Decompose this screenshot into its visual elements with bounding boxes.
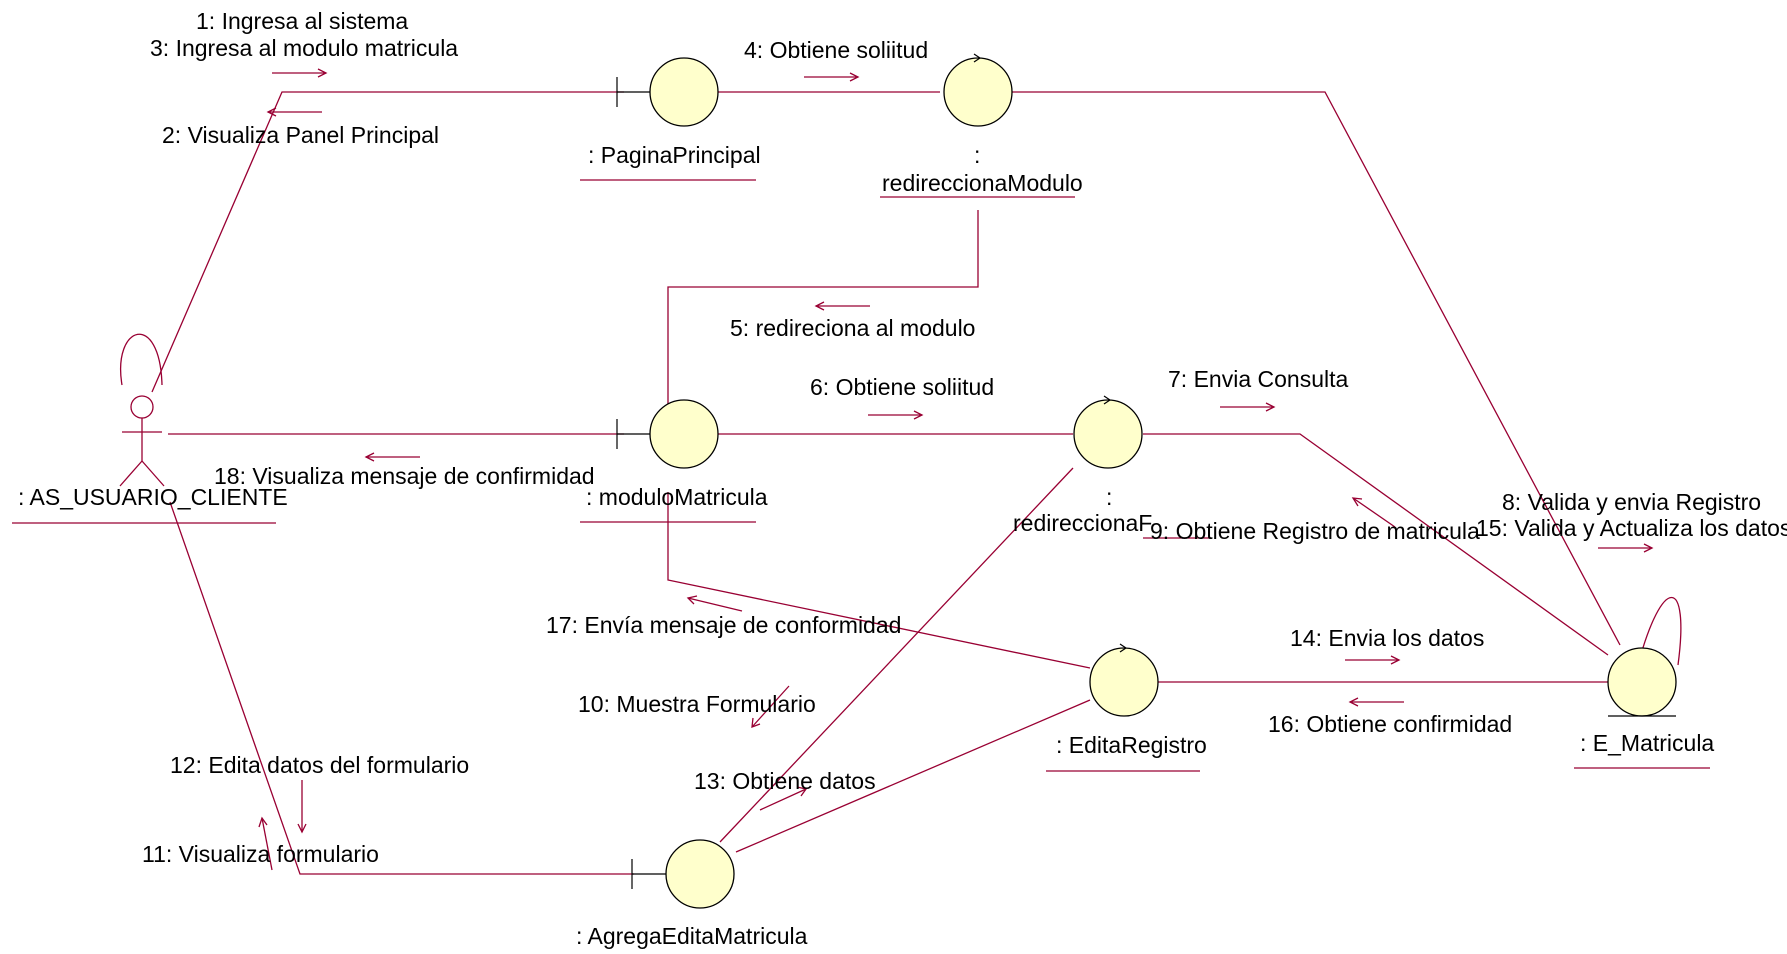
message-8: 8: Valida y envia Registro <box>1502 489 1761 515</box>
actor-label: : AS_USUARIO_CLIENTE <box>18 484 288 510</box>
boundary-modulomatricula: : moduloMatricula <box>580 399 768 523</box>
modulomatricula-label: : moduloMatricula <box>586 484 768 510</box>
control-redireccionaf: : redireccionaF <box>1013 395 1152 536</box>
control-redireccionamodulo: : redireccionaModulo <box>880 53 1083 198</box>
links <box>151 91 1621 875</box>
boundary-paginaprincipal: : PaginaPrincipal <box>580 57 761 181</box>
message-3: 3: Ingresa al modulo matricula <box>150 35 458 61</box>
actor-self-loop <box>120 333 163 386</box>
message-16: 16: Obtiene confirmidad <box>1268 711 1512 737</box>
message-arrows <box>258 68 1654 871</box>
redireccionamodulo-colon: : <box>974 142 980 168</box>
link-redireccionaf-ematricula <box>1143 433 1609 656</box>
redireccionamodulo-label: redireccionaModulo <box>882 170 1083 196</box>
message-13: 13: Obtiene datos <box>694 768 876 794</box>
message-2: 2: Visualiza Panel Principal <box>162 122 439 148</box>
link-actor-paginaprincipal <box>151 91 624 393</box>
paginaprincipal-label: : PaginaPrincipal <box>588 142 761 168</box>
actor-head <box>130 395 154 419</box>
message-11: 11: Visualiza formulario <box>142 841 379 867</box>
link-redireccionamodulo-ematricula <box>1010 91 1621 646</box>
agregaeditamatricula-label: : AgregaEditaMatricula <box>576 923 808 949</box>
ematricula-self-loop <box>1637 597 1682 666</box>
boundary-agregaeditamatricula: : AgregaEditaMatricula <box>576 839 808 949</box>
message-10: 10: Muestra Formulario <box>578 691 816 717</box>
link-editaregistro-agregaedita <box>735 699 1091 853</box>
actor-usuario-cliente: : AS_USUARIO_CLIENTE <box>12 395 288 524</box>
control-editaregistro: : EditaRegistro <box>1046 643 1207 772</box>
redireccionaf-colon: : <box>1106 484 1112 510</box>
editaregistro-label: : EditaRegistro <box>1056 732 1207 758</box>
message-4: 4: Obtiene soliitud <box>744 37 928 63</box>
ematricula-label: : E_Matricula <box>1580 730 1714 756</box>
message-9: 9: Obtiene Registro de matricula <box>1150 518 1480 544</box>
message-17: 17: Envía mensaje de conformidad <box>546 612 901 638</box>
message-labels: 1: Ingresa al sistema 3: Ingresa al modu… <box>142 8 1787 867</box>
entity-ematricula: : E_Matricula <box>1574 647 1714 769</box>
link-actor-agregaedita <box>169 501 634 875</box>
link-modulomatricula-editaregistro <box>667 492 1091 669</box>
message-18: 18: Visualiza mensaje de confirmidad <box>214 463 595 489</box>
message-14: 14: Envia los datos <box>1290 625 1484 651</box>
message-7: 7: Envia Consulta <box>1168 366 1348 392</box>
message-12: 12: Edita datos del formulario <box>170 752 469 778</box>
message-6: 6: Obtiene soliitud <box>810 374 994 400</box>
redireccionaf-label: redireccionaF <box>1013 510 1152 536</box>
link-redireccionamodulo-modulomatricula <box>667 210 979 407</box>
link-redireccionaf-agregaedita <box>719 467 1074 843</box>
message-1: 1: Ingresa al sistema <box>196 8 408 34</box>
message-5: 5: redireciona al modulo <box>730 315 975 341</box>
message-15: 15: Valida y Actualiza los datos <box>1476 515 1787 541</box>
